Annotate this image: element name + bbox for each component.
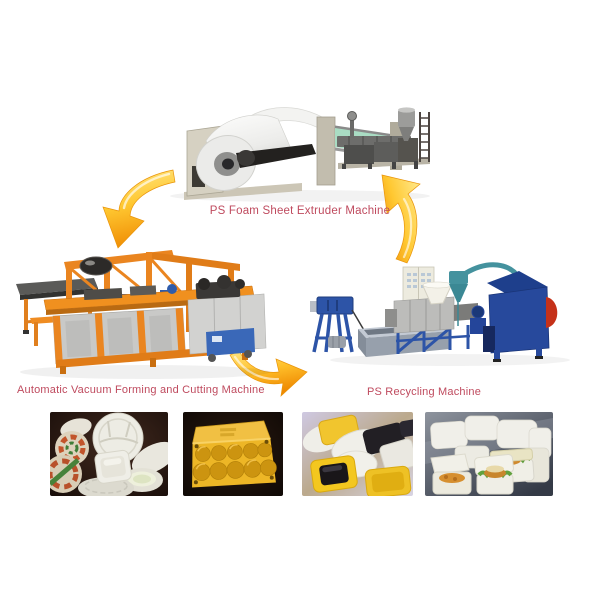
recycling-machine-label: PS Recycling Machine xyxy=(366,386,482,398)
winder-frame-right xyxy=(316,116,336,186)
film-roll xyxy=(79,256,113,276)
white-foam-plates-and-bowls-photo xyxy=(50,412,168,496)
extruder-hopper xyxy=(398,107,415,141)
recycling-extruder-body xyxy=(385,281,478,334)
crusher-red-cone xyxy=(546,297,558,328)
colored-foam-trays-photo xyxy=(302,412,413,496)
extruder-machine-illustration xyxy=(170,107,430,202)
arrow-extruder-to-forming-icon xyxy=(102,169,176,249)
burger-box-center xyxy=(474,453,514,495)
recycling-machine-illustration xyxy=(310,262,570,366)
foam-clamshell-food-containers-photo xyxy=(425,412,553,496)
arrow-forming-to-recycling-icon xyxy=(229,350,308,397)
yellow-foam-egg-tray-photo xyxy=(183,412,283,496)
open-clamshell-left xyxy=(430,453,472,495)
forming-machine-label: Automatic Vacuum Forming and Cutting Mac… xyxy=(17,384,265,396)
yellow-tray-with-insert xyxy=(310,455,358,493)
ladder xyxy=(419,112,430,162)
hydraulic-unit xyxy=(187,275,267,362)
oil-tank xyxy=(206,328,255,356)
crusher xyxy=(483,271,558,362)
extruder-machine-label: PS Foam Sheet Extruder Machine xyxy=(209,205,391,217)
forming-machine-illustration xyxy=(16,250,270,379)
extruder-barrel-unit xyxy=(337,107,430,169)
arrow-recycling-to-extruder-icon xyxy=(381,174,421,264)
extruder-base-frame xyxy=(395,325,471,354)
winder-shaft xyxy=(236,144,316,168)
lower-cabinets xyxy=(52,307,186,365)
